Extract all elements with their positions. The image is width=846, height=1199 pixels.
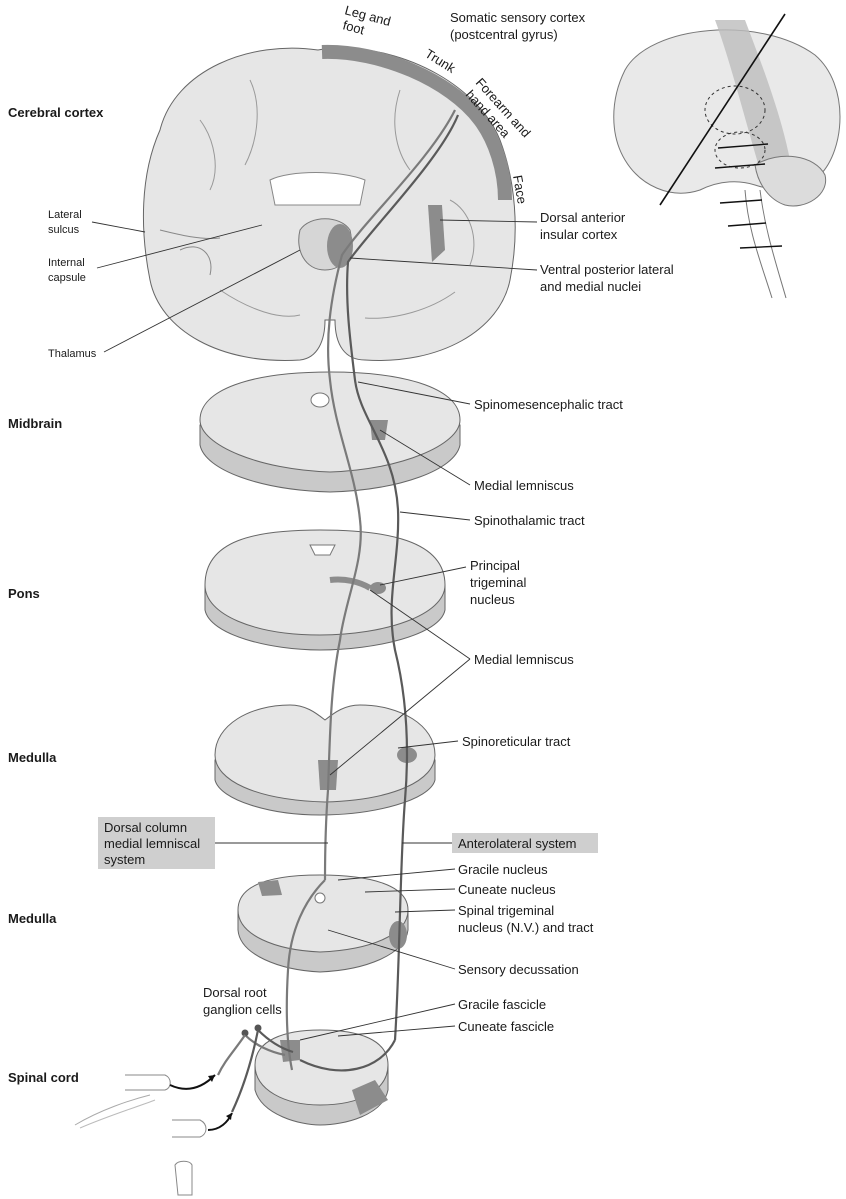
label-dorsal-column-1: Dorsal column	[104, 820, 187, 835]
label-lateral-sulcus-1: Lateral	[48, 209, 82, 221]
label-spinal-trigeminal-1: Spinal trigeminal	[458, 903, 554, 918]
leader-spinothalamic	[400, 512, 470, 520]
label-insular-2: insular cortex	[540, 227, 618, 242]
level-midbrain: Midbrain	[8, 416, 62, 431]
label-drg-1: Dorsal root	[203, 985, 267, 1000]
label-spinal-trigeminal-2: nucleus (N.V.) and tract	[458, 920, 594, 935]
level-spinal-cord: Spinal cord	[8, 1070, 79, 1085]
leader-gracile-nucleus	[338, 869, 455, 880]
label-insular-1: Dorsal anterior	[540, 210, 626, 225]
label-vpl-1: Ventral posterior lateral	[540, 262, 674, 277]
cerebral-cortex-section	[143, 48, 515, 361]
label-principal-trigeminal-3: nucleus	[470, 592, 515, 607]
label-dorsal-column-2: medial lemniscal	[104, 836, 200, 851]
label-drg-2: ganglion cells	[203, 1002, 282, 1017]
skin-receptors	[75, 1075, 232, 1195]
level-medulla-upper: Medulla	[8, 750, 57, 765]
pons-section	[205, 530, 445, 650]
leader-gracile-fascicle	[300, 1004, 455, 1040]
midbrain-section	[200, 372, 460, 492]
label-cuneate-fascicle: Cuneate fascicle	[458, 1019, 554, 1034]
label-principal-trigeminal-1: Principal	[470, 558, 520, 573]
label-gracile-fascicle: Gracile fascicle	[458, 997, 546, 1012]
upper-medulla-section	[215, 705, 435, 815]
leader-lateral-sulcus	[92, 222, 145, 232]
label-spinothalamic: Spinothalamic tract	[474, 513, 585, 528]
label-medial-lemniscus-2: Medial lemniscus	[474, 652, 574, 667]
inset-brain	[614, 14, 840, 298]
label-somatic-2: (postcentral gyrus)	[450, 27, 558, 42]
label-dorsal-column-3: system	[104, 852, 145, 867]
label-somatic-1: Somatic sensory cortex	[450, 10, 586, 25]
level-medulla-lower: Medulla	[8, 911, 57, 926]
label-spinomesencephalic: Spinomesencephalic tract	[474, 397, 623, 412]
label-vpl-2: and medial nuclei	[540, 279, 641, 294]
label-principal-trigeminal-2: trigeminal	[470, 575, 526, 590]
label-sensory-decussation: Sensory decussation	[458, 962, 579, 977]
label-internal-capsule-1: Internal	[48, 257, 85, 269]
level-cerebral-cortex: Cerebral cortex	[8, 105, 104, 120]
label-cuneate-nucleus: Cuneate nucleus	[458, 882, 556, 897]
label-thalamus: Thalamus	[48, 348, 97, 360]
label-gracile-nucleus: Gracile nucleus	[458, 862, 548, 877]
label-anterolateral: Anterolateral system	[458, 836, 577, 851]
lower-medulla-section	[238, 875, 408, 972]
label-internal-capsule-2: capsule	[48, 272, 86, 284]
label-medial-lemniscus-1: Medial lemniscus	[474, 478, 574, 493]
label-lateral-sulcus-2: sulcus	[48, 224, 80, 236]
label-spinoreticular: Spinoreticular tract	[462, 734, 571, 749]
level-pons: Pons	[8, 586, 40, 601]
